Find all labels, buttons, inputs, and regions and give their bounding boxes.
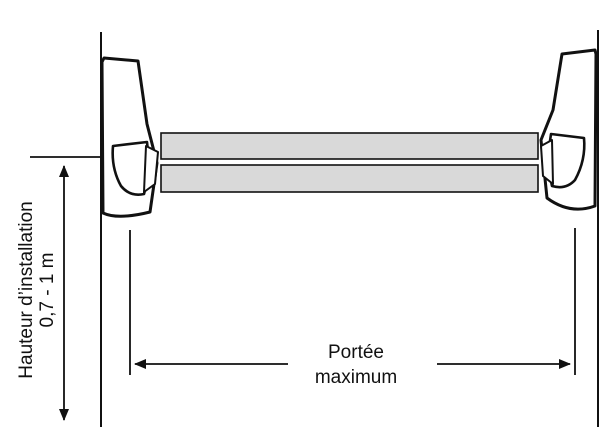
left-sensor-unit	[100, 56, 159, 218]
lower-beam	[160, 164, 539, 193]
right-sensor-lens	[545, 132, 586, 189]
height-label-line2: 0,7 - 1 m	[37, 253, 58, 328]
right-sensor-unit	[539, 48, 598, 211]
left-sensor-lens	[111, 140, 152, 196]
right-sensor-lens-face	[540, 139, 554, 185]
upper-beam	[160, 132, 539, 160]
height-label-line1: Hauteur d’installation	[16, 201, 37, 378]
range-label-line1: Portée	[328, 342, 384, 363]
range-label-line2: maximum	[315, 367, 397, 388]
height-label: Hauteur d’installation 0,7 - 1 m	[16, 201, 58, 378]
left-sensor-lens-face	[143, 145, 159, 193]
